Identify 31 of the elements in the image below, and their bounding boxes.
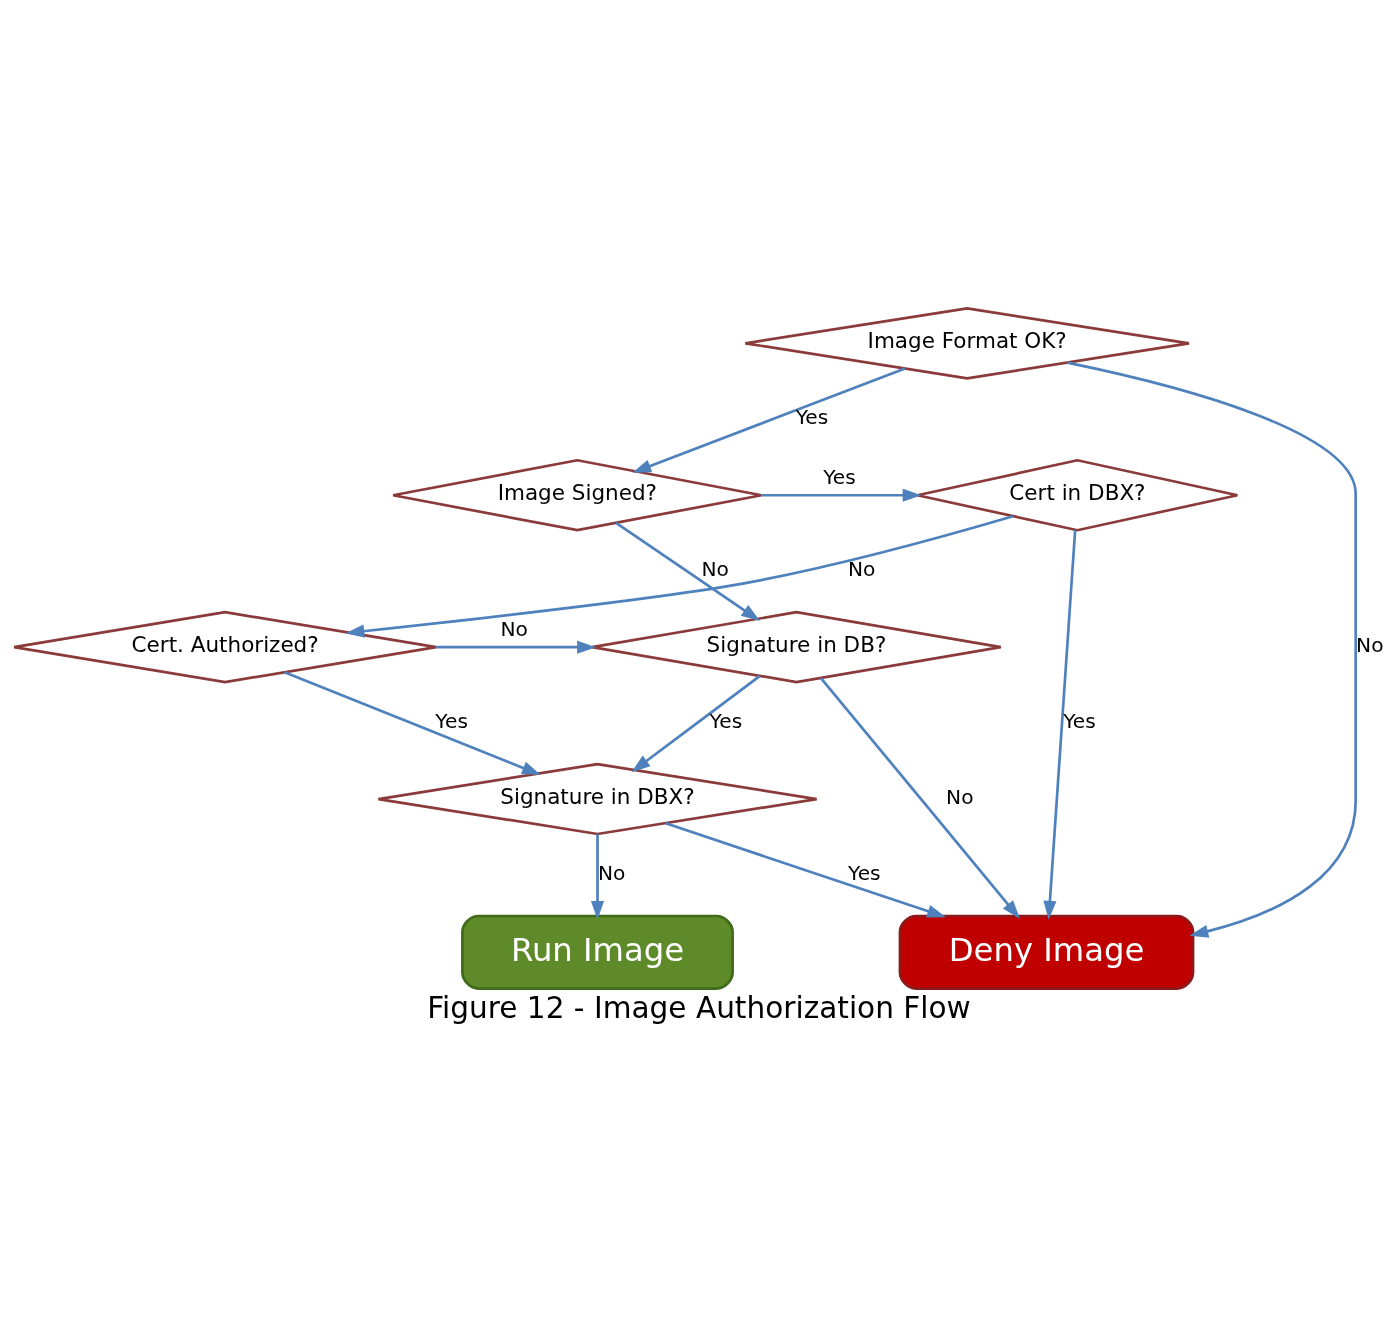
node-box: Deny Image <box>898 914 1195 990</box>
arrow <box>631 674 761 773</box>
edge-label: Yes <box>435 708 468 733</box>
edge-label: No <box>701 556 729 581</box>
edge-label: No <box>946 784 974 809</box>
node-diamond: Cert in DBX? <box>916 458 1239 532</box>
edge-label: Yes <box>848 860 881 885</box>
edge-label: Yes <box>795 404 829 429</box>
arrow <box>665 822 946 918</box>
edge-label: No <box>597 860 626 885</box>
arrow <box>590 834 605 920</box>
arrow <box>615 521 761 622</box>
edge-label: Yes <box>823 465 856 490</box>
caption: Figure 12 - Image Authorization Flow <box>427 990 971 1025</box>
arrow <box>632 367 906 473</box>
arrow <box>284 671 541 775</box>
edge-label: Yes <box>1063 708 1096 733</box>
edge-label: No <box>500 617 528 642</box>
arrow <box>436 640 596 654</box>
node-diamond: Cert. Authorized? <box>12 610 438 684</box>
node-box: Run Image <box>461 914 734 990</box>
arrow <box>1066 361 1358 938</box>
arrow <box>345 514 1014 638</box>
edge-label: Yes <box>709 708 743 733</box>
node-diamond: Image Format OK? <box>744 307 1191 380</box>
arrow <box>819 677 1020 919</box>
edge-label: No <box>1356 632 1384 657</box>
node-diamond: Signature in DB? <box>590 610 1003 684</box>
edge-label: No <box>847 556 876 581</box>
arrow <box>761 488 922 502</box>
arrow <box>1043 529 1077 920</box>
